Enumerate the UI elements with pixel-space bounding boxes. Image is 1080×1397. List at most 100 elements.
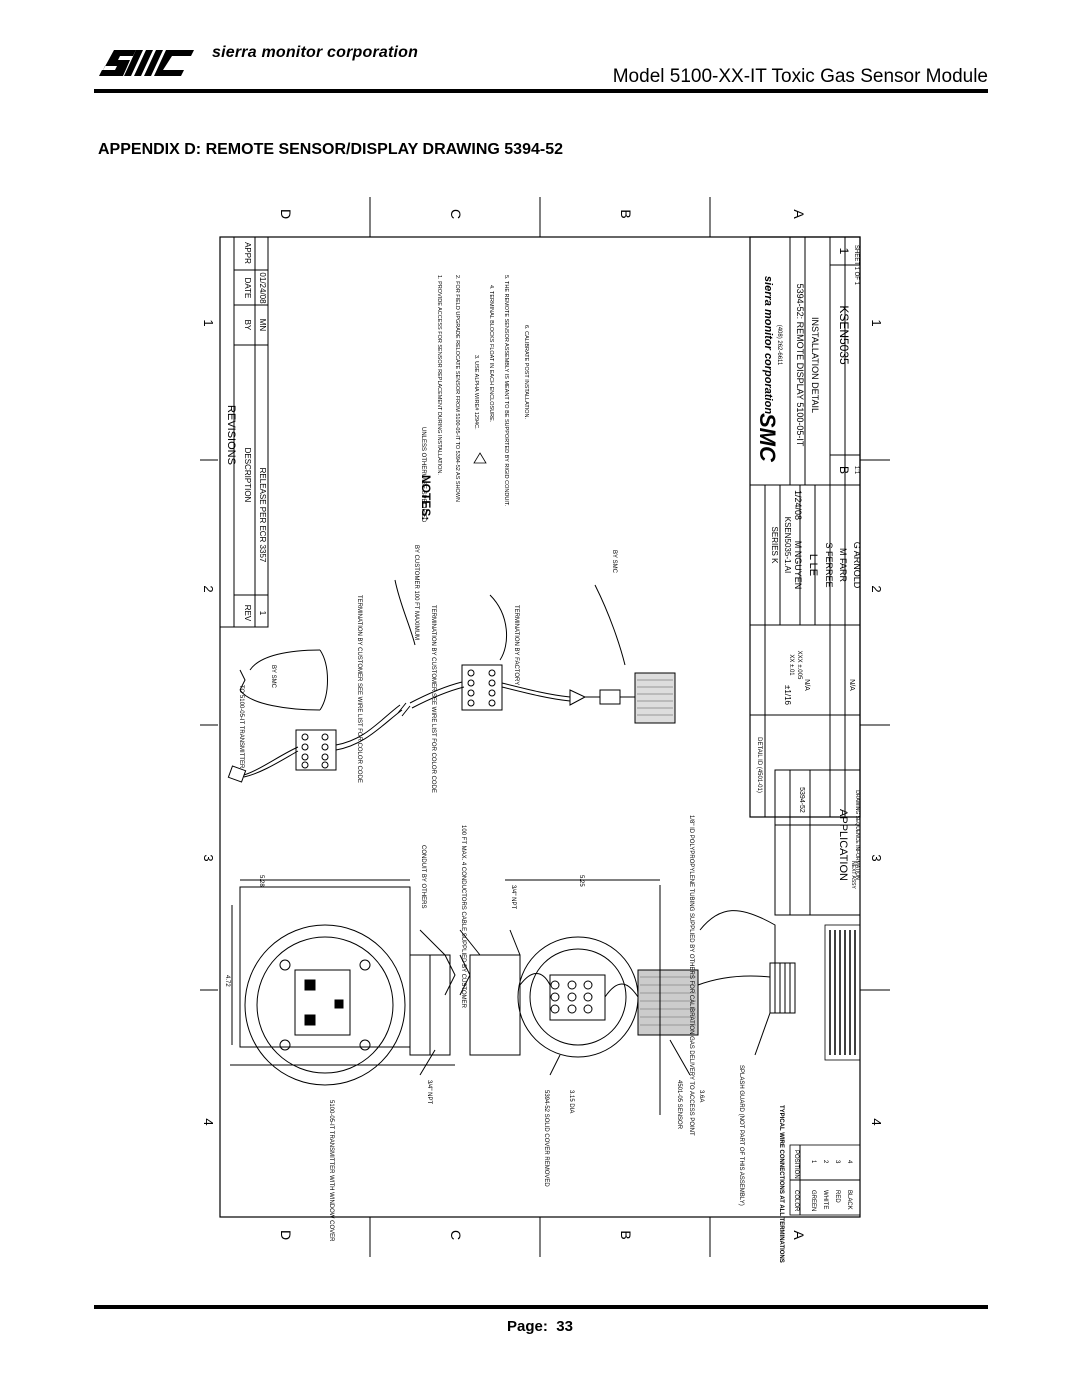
appendix-title: APPENDIX D: REMOTE SENSOR/DISPLAY DRAWIN… xyxy=(98,141,563,158)
wire-row-3-color: RED xyxy=(834,1190,840,1203)
fine-print-block xyxy=(824,924,861,1061)
zone-letter-d-top: D xyxy=(278,209,294,219)
page-header: sierra monitor corporation Model 5100-XX… xyxy=(96,36,988,96)
rev-col-rev: REV xyxy=(243,605,252,622)
page-label: Page: xyxy=(507,1318,548,1335)
title-block-detail: DETAIL ID (4501-01) xyxy=(756,737,762,793)
application-next-label: NEXT ASSY xyxy=(850,861,856,889)
label-npt-top: 3/4" NPT xyxy=(510,885,516,909)
title-block-angle: ±1/16 xyxy=(783,685,792,706)
title-block-part: KSEN5035-1.AI xyxy=(783,517,792,573)
zone-number-1-left: 1 xyxy=(201,319,216,326)
rev-row-by: MN xyxy=(258,319,267,332)
footer-rule xyxy=(94,1305,988,1309)
wire-row-4-color: BLACK xyxy=(846,1190,852,1210)
note-2: 2. FOR FIELD UPGRADE RELOCATE SENSOR FRO… xyxy=(454,275,460,502)
wire-row-4-pos: 4 xyxy=(846,1160,852,1164)
label-term-customer-2: TERMINATION BY CUSTOMER SEE WIRE LIST FO… xyxy=(430,605,436,793)
wire-row-3-pos: 3 xyxy=(834,1160,840,1164)
wire-row-2-color: WHITE xyxy=(822,1190,828,1209)
title-block-phone: (408) 262-6611 xyxy=(776,325,782,366)
title-block-approval-2: M FARR xyxy=(838,548,848,583)
title-block-rev: 1 xyxy=(837,248,851,255)
zone-letter-b-top: B xyxy=(618,209,634,218)
page-footer: Page: 33 xyxy=(0,1318,1080,1335)
zone-number-1-right: 1 xyxy=(869,319,884,326)
label-cable: 100 FT MAX. 4 CONDUCTORS CABLE SUPPLIED … xyxy=(460,825,466,1009)
mechanical-drawing xyxy=(230,879,796,1115)
label-cover: 5394-52 SOLID COVER REMOVED xyxy=(543,1090,549,1187)
note-5: 5. THE REMOTE SENSOR ASSEMBLY IS MEANT T… xyxy=(503,275,509,507)
smc-logo xyxy=(99,50,194,76)
wire-table-title: TYPICAL WIRE CONNECTIONS AT ALL TERMINAT… xyxy=(778,1105,784,1263)
zone-number-4-right: 4 xyxy=(869,1118,884,1125)
zone-letter-a-top: A xyxy=(791,209,807,219)
zone-border xyxy=(200,197,890,1257)
title-block-subtitle: INSTALLATION DETAIL xyxy=(810,317,820,413)
zone-letter-b-bottom: B xyxy=(618,1230,634,1239)
wire-row-2-pos: 2 xyxy=(822,1160,828,1164)
zone-letter-c-bottom: C xyxy=(448,1230,464,1240)
title-block-logo: SMC xyxy=(755,413,780,463)
zone-letter-a-bottom: A xyxy=(791,1230,807,1240)
title-block-tol-xxx: XXX ±.005 xyxy=(796,651,802,680)
wiring-diagram xyxy=(227,579,676,783)
title-block-drawn: M NGUYEN xyxy=(793,541,803,590)
title-block-checked: L LE xyxy=(807,554,819,576)
model-title: Model 5100-XX-IT Toxic Gas Sensor Module xyxy=(612,66,988,87)
zone-number-2-right: 2 xyxy=(869,585,884,592)
dim-525: 5.25 xyxy=(578,875,584,887)
notes-block: NOTES: UNLESS OTHERWISE SPECIFIED 1. PRO… xyxy=(419,275,529,523)
title-block-finish: N/A xyxy=(848,679,855,691)
rev-row-rev: 1 xyxy=(258,611,267,616)
rev-col-by: BY xyxy=(243,320,252,331)
notes-title: NOTES: xyxy=(419,475,433,520)
title-block-company: sierra monitor corporation xyxy=(762,276,774,414)
revisions-block: REVISIONS REV DESCRIPTION BY DATE APPR 1… xyxy=(219,236,269,628)
page-number: 33 xyxy=(556,1318,573,1335)
wire-row-1-pos: 1 xyxy=(810,1160,816,1164)
label-conduit: CONDUIT BY OTHERS xyxy=(420,845,426,908)
label-sensor: 4501-05 SENSOR xyxy=(676,1080,682,1130)
title-block-approval-1: S FERREE xyxy=(824,542,834,587)
note-4: 4. TERMINAL BLOCKS FLOAT IN EACH ENCLOSU… xyxy=(488,285,494,423)
note-1: 1. PROVIDE ACCESS FOR SENSOR REPLACEMENT… xyxy=(436,275,442,475)
label-by-customer: BY CUSTOMER 100 FT MAXIMUM xyxy=(413,545,419,640)
note-3: 3. USE ALPHA WIRE# 1294C. xyxy=(473,355,479,430)
application-seq: DRAWING SEQUENCE INFORMATION xyxy=(854,790,860,880)
rev-row-description: RELEASE PER ECR 3357 xyxy=(258,468,267,563)
title-block-sheet: SHEET 1 OF 1 xyxy=(853,245,859,286)
title-block: SMC sierra monitor corporation (408) 262… xyxy=(749,236,862,818)
revisions-title: REVISIONS xyxy=(225,405,237,465)
title-block-drawing-number: KSEN5035 xyxy=(837,305,851,365)
application-next-assy: 5394-52 xyxy=(798,787,805,813)
dim-36: 3.6A xyxy=(698,1090,704,1102)
zone-letter-d-bottom: D xyxy=(278,1230,294,1240)
title-block-scale: 1:1 xyxy=(853,466,859,475)
label-tubing: 1/8" ID POLYPROPYLENE TUBING SUPPLIED BY… xyxy=(688,815,694,1136)
application-title: APPLICATION xyxy=(837,809,849,881)
rev-col-appr: APPR xyxy=(243,242,252,264)
zone-number-3-right: 3 xyxy=(869,854,884,861)
wire-col-position: POSITION xyxy=(793,1150,799,1179)
rev-col-date: DATE xyxy=(243,278,252,299)
label-npt-bottom: 3/4" NPT xyxy=(426,1080,432,1104)
wire-col-color: COLOR xyxy=(793,1190,799,1212)
dim-472: 4.72 xyxy=(224,975,230,987)
title-block-size: B xyxy=(837,466,851,474)
company-name: sierra monitor corporation xyxy=(212,44,419,61)
title-block-material: N/A xyxy=(803,679,810,691)
wire-row-1-color: GREEN xyxy=(810,1190,816,1211)
application-block: APPLICATION 5394-52 NEXT ASSY DRAWING SE… xyxy=(774,769,861,916)
label-term-customer: TERMINATION BY CUSTOMER SEE WIRE LIST FO… xyxy=(356,595,362,783)
dim-315: 3.15 DIA xyxy=(568,1090,574,1113)
title-block-date: 1/24/08 xyxy=(793,490,803,520)
title-block-drawing-title: 5394-52: REMOTE DISPLAY 5100-05-IT xyxy=(795,284,805,447)
label-splash-guard: SPLASH GUARD (NOT PART OF THIS ASSEMBLY) xyxy=(738,1065,744,1206)
label-term-factory: TERMINATION BY FACTORY xyxy=(513,605,519,685)
rev-col-description: DESCRIPTION xyxy=(243,448,252,503)
dim-528: 5.28 xyxy=(258,875,264,887)
title-block-tol-xx: XX ±.01 xyxy=(788,654,794,676)
notes-subtitle: UNLESS OTHERWISE SPECIFIED xyxy=(420,427,426,523)
zone-number-3-left: 3 xyxy=(201,854,216,861)
